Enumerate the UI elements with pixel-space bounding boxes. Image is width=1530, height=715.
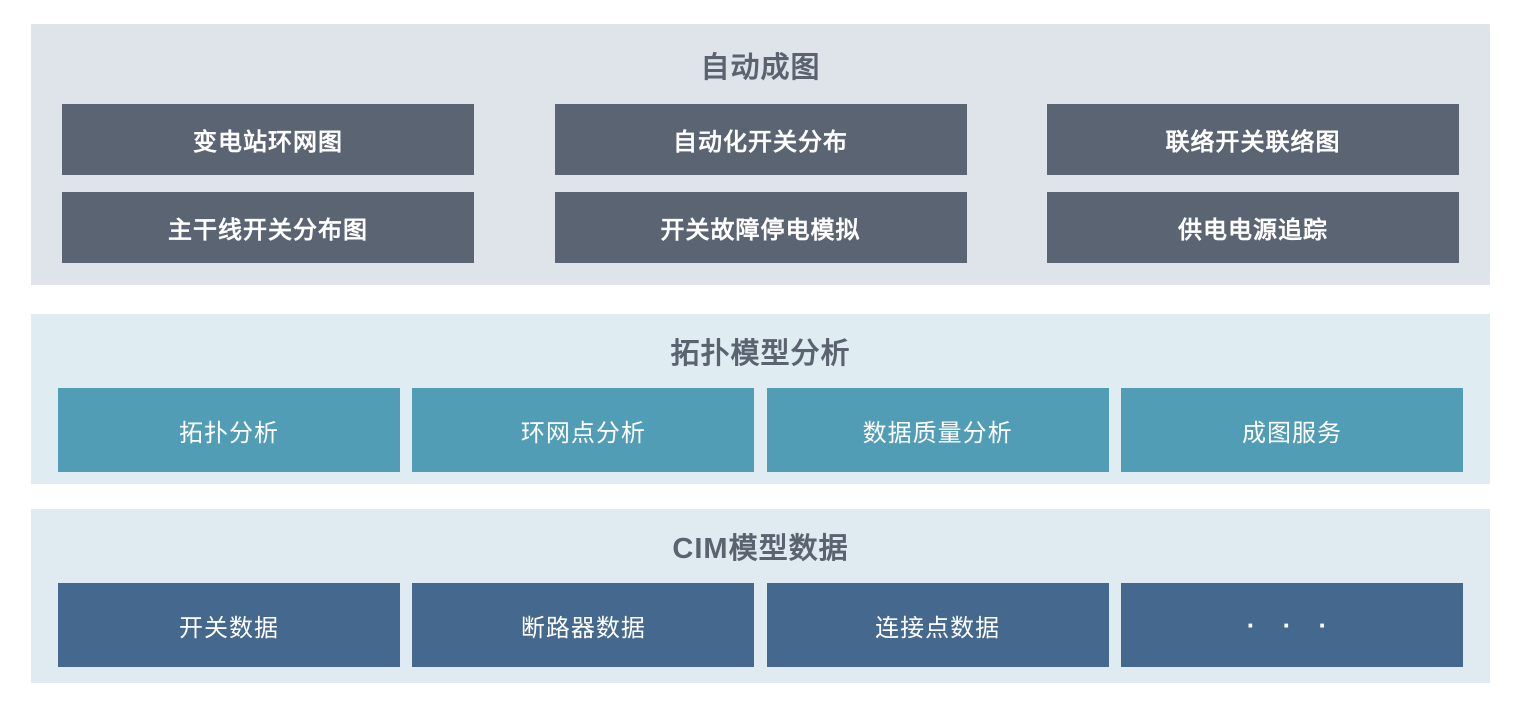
box-ring-network-point-analysis: 环网点分析 — [412, 388, 755, 472]
box-more-ellipsis: · · · — [1120, 583, 1463, 667]
box-row: 变电站环网图 自动化开关分布 联络开关联络图 — [62, 104, 1459, 175]
layer-topology-model-analysis-rows: 拓扑分析 环网点分析 数据质量分析 成图服务 — [31, 388, 1490, 472]
box-trunk-line-switch-distribution-diagram: 主干线开关分布图 — [62, 192, 474, 263]
box-circuit-breaker-data: 断路器数据 — [412, 583, 755, 667]
layer-topology-model-analysis-title: 拓扑模型分析 — [670, 338, 851, 370]
box-row: 开关数据 断路器数据 连接点数据 · · · — [58, 583, 1463, 667]
layer-topology-model-analysis: 拓扑模型分析 拓扑分析 环网点分析 数据质量分析 成图服务 — [31, 314, 1490, 484]
box-topology-analysis: 拓扑分析 — [58, 388, 400, 472]
layer-auto-diagram-title: 自动成图 — [700, 52, 821, 84]
box-tie-switch-connection-diagram: 联络开关联络图 — [1047, 104, 1459, 175]
box-power-supply-source-tracing: 供电电源追踪 — [1047, 192, 1459, 263]
box-switch-data: 开关数据 — [58, 583, 400, 667]
box-switch-fault-outage-simulation: 开关故障停电模拟 — [554, 192, 967, 263]
box-diagram-generation-service: 成图服务 — [1120, 388, 1463, 472]
box-row: 主干线开关分布图 开关故障停电模拟 供电电源追踪 — [62, 192, 1459, 263]
box-row: 拓扑分析 环网点分析 数据质量分析 成图服务 — [58, 388, 1463, 472]
box-automated-switch-distribution: 自动化开关分布 — [554, 104, 967, 175]
layer-cim-model-data: CIM模型数据 开关数据 断路器数据 连接点数据 · · · — [31, 509, 1490, 683]
layer-cim-model-data-rows: 开关数据 断路器数据 连接点数据 · · · — [31, 583, 1490, 667]
box-data-quality-analysis: 数据质量分析 — [766, 388, 1109, 472]
box-connection-point-data: 连接点数据 — [766, 583, 1109, 667]
layer-auto-diagram-rows: 变电站环网图 自动化开关分布 联络开关联络图 主干线开关分布图 开关故障停电模拟… — [31, 104, 1490, 263]
layer-auto-diagram: 自动成图 变电站环网图 自动化开关分布 联络开关联络图 主干线开关分布图 开关故… — [31, 24, 1490, 285]
layer-cim-model-data-title: CIM模型数据 — [672, 533, 849, 565]
box-substation-ring-network-diagram: 变电站环网图 — [62, 104, 474, 175]
